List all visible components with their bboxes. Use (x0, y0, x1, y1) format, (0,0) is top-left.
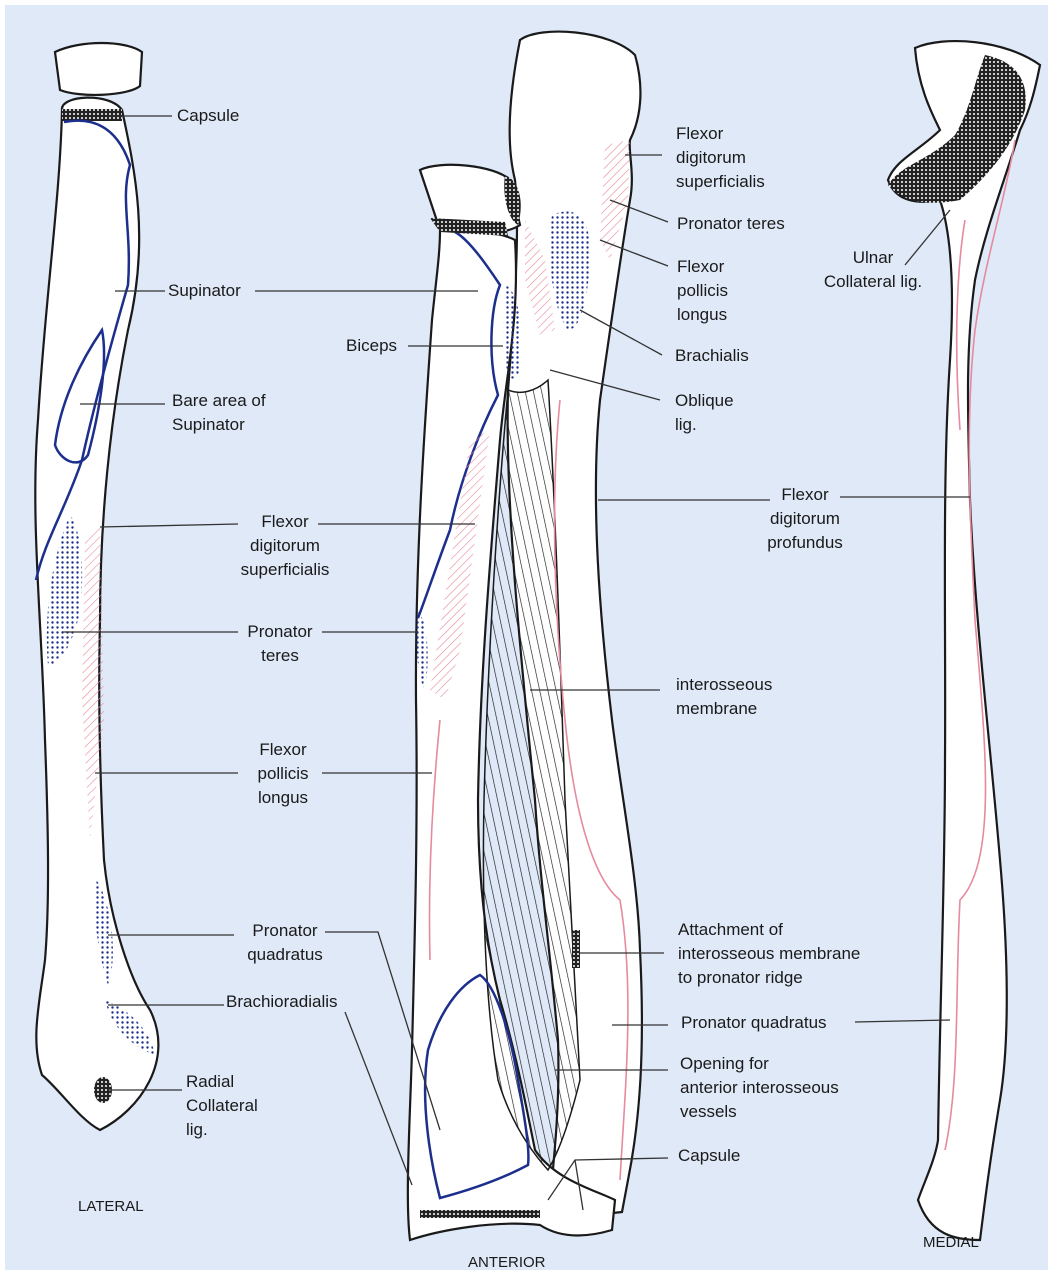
label-anterior-fds: Flexor digitorum superficialis (676, 122, 765, 194)
label-lateral-pronator-quadratus: Pronator quadratus (230, 919, 340, 967)
label-anterior-pronator-teres: Pronator teres (677, 212, 785, 236)
label-lateral-capsule: Capsule (177, 104, 239, 128)
view-label-lateral: LATERAL (78, 1198, 144, 1215)
view-label-medial: MEDIAL (923, 1234, 979, 1251)
label-ulnar-collateral: Ulnar Collateral lig. (808, 246, 938, 294)
label-fdp: Flexor digitorum profundus (755, 483, 855, 555)
label-interosseous-membrane: interosseous membrane (676, 673, 772, 721)
anterior-capsule-area-radius (420, 1210, 540, 1218)
label-anterior-capsule: Capsule (678, 1144, 740, 1168)
label-radial-collateral: Radial Collateral lig. (186, 1070, 258, 1142)
label-lateral-pronator-teres: Pronator teres (225, 620, 335, 668)
label-biceps: Biceps (346, 334, 397, 358)
label-bare-area-supinator: Bare area of Supinator (172, 389, 266, 437)
view-label-anterior: ANTERIOR (468, 1254, 546, 1271)
label-anterior-pronator-quadratus: Pronator quadratus (681, 1011, 827, 1035)
label-supinator: Supinator (168, 279, 241, 303)
lateral-capsule-area (62, 109, 122, 121)
label-brachioradialis: Brachioradialis (226, 990, 338, 1014)
label-opening-anterior-interosseous: Opening for anterior interosseous vessel… (680, 1052, 839, 1124)
label-lateral-fds: Flexor digitorum superficialis (225, 510, 345, 582)
label-lateral-fpl: Flexor pollicis longus (228, 738, 338, 810)
anterior-pronator-ridge-area (572, 930, 580, 968)
label-anterior-fpl: Flexor pollicis longus (677, 255, 728, 327)
label-attachment-pronator-ridge: Attachment of interosseous membrane to p… (678, 918, 860, 990)
label-brachialis: Brachialis (675, 344, 749, 368)
label-oblique-lig: Oblique lig. (675, 389, 734, 437)
